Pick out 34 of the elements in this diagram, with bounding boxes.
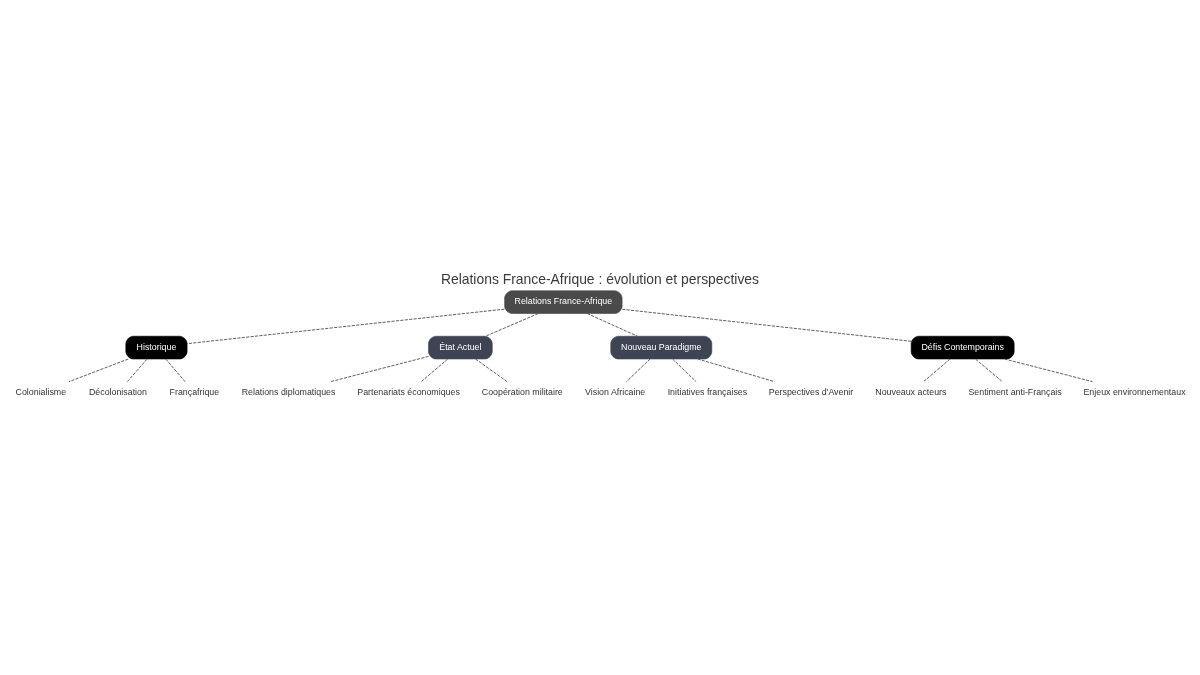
node-text: Colonialisme <box>15 387 67 398</box>
node-text: Relations diplomatiques <box>241 387 336 398</box>
connector <box>420 358 449 383</box>
node-box: État Actuel <box>428 335 493 360</box>
node-text: Enjeux environnementaux <box>1083 387 1186 398</box>
diagram-title: Relations France-Afrique : évolution et perspectives <box>440 271 760 288</box>
node-text: Nouveaux acteurs <box>875 387 947 398</box>
node-text: Décolonisation <box>88 387 147 398</box>
node-box: Défis Contemporains <box>910 335 1015 360</box>
node-text: Coopération militaire <box>481 387 563 398</box>
node-box: Historique <box>125 335 188 360</box>
connector <box>697 358 775 383</box>
connector <box>923 358 951 383</box>
connector <box>329 355 429 383</box>
connector <box>621 308 912 342</box>
node-text: Sentiment anti-Français <box>968 387 1062 398</box>
connector <box>68 358 129 383</box>
node-text: Initiatives françaises <box>667 387 748 398</box>
connector <box>126 358 148 383</box>
node-text: Françafrique <box>169 387 220 398</box>
node-box: Relations France-Afrique <box>504 290 623 314</box>
connector <box>475 358 508 383</box>
node-text: Partenariats économiques <box>357 387 460 398</box>
connector <box>485 313 539 337</box>
node-text: Vision Africaine <box>585 387 646 398</box>
connector <box>1004 358 1093 383</box>
node-text: Perspectives d'Avenir <box>768 387 854 398</box>
node-box: Nouveau Paradigme <box>610 335 713 360</box>
connector <box>672 358 697 383</box>
connector <box>625 358 651 383</box>
connector <box>975 358 1003 383</box>
connector <box>586 313 638 337</box>
connector <box>165 358 186 383</box>
connector <box>186 308 505 345</box>
